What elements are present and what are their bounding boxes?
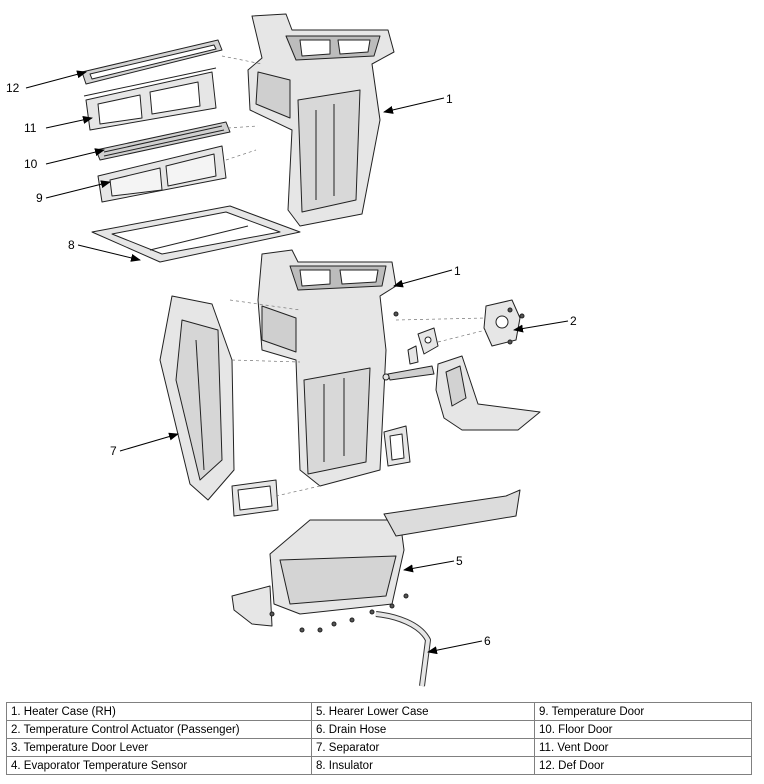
legend-row: 3. Temperature Door Lever 7. Separator 1… (6, 738, 752, 757)
callout-1-upper: 1 (446, 92, 453, 106)
callout-5: 5 (456, 554, 463, 568)
parts-legend-table: 1. Heater Case (RH) 5. Hearer Lower Case… (6, 702, 752, 775)
drain-hose-part (375, 611, 431, 687)
exploded-parts-diagram: 1 1 2 5 6 7 8 9 10 11 12 (6, 13, 577, 687)
legend-item-5: 5. Hearer Lower Case (311, 702, 535, 721)
evaporator-temperature-sensor-part (382, 365, 435, 381)
heater-lower-case-part (231, 489, 521, 627)
def-door-part (81, 39, 223, 85)
temperature-door-part (97, 145, 227, 203)
separator-part (159, 295, 235, 501)
legend-item-10: 10. Floor Door (534, 720, 752, 739)
callout-1-lower: 1 (454, 264, 461, 278)
callout-2: 2 (570, 314, 577, 328)
floor-door-part (95, 121, 231, 161)
legend-item-6: 6. Drain Hose (311, 720, 535, 739)
insulator-part (91, 205, 301, 263)
legend-item-4: 4. Evaporator Temperature Sensor (6, 756, 312, 775)
legend-row: 4. Evaporator Temperature Sensor 8. Insu… (6, 756, 752, 775)
floor-duct-part (435, 355, 541, 431)
heater-case-upper-part (247, 13, 395, 227)
callout-11: 11 (24, 121, 37, 135)
temperature-door-lever-part (407, 327, 439, 365)
legend-item-9: 9. Temperature Door (534, 702, 752, 721)
alignment-lines (221, 55, 487, 497)
gasket-part (383, 425, 411, 467)
legend-row: 2. Temperature Control Actuator (Passeng… (6, 720, 752, 739)
callout-9: 9 (36, 191, 43, 205)
legend-item-2: 2. Temperature Control Actuator (Passeng… (6, 720, 312, 739)
legend-item-8: 8. Insulator (311, 756, 535, 775)
callout-leaders (25, 70, 569, 655)
legend-item-11: 11. Vent Door (534, 738, 752, 757)
callout-8: 8 (68, 238, 75, 252)
actuator-part (483, 299, 525, 347)
separator-seal-part (231, 479, 279, 517)
legend-item-3: 3. Temperature Door Lever (6, 738, 312, 757)
vent-door-part (83, 67, 217, 131)
legend-item-1: 1. Heater Case (RH) (6, 702, 312, 721)
legend-item-12: 12. Def Door (534, 756, 752, 775)
callout-10: 10 (24, 157, 38, 171)
legend-row: 1. Heater Case (RH) 5. Hearer Lower Case… (6, 702, 752, 721)
legend-item-7: 7. Separator (311, 738, 535, 757)
callout-6: 6 (484, 634, 491, 648)
callout-12: 12 (6, 81, 20, 95)
heater-case-middle-part (257, 249, 397, 487)
screws (269, 307, 513, 633)
callout-7: 7 (110, 444, 117, 458)
